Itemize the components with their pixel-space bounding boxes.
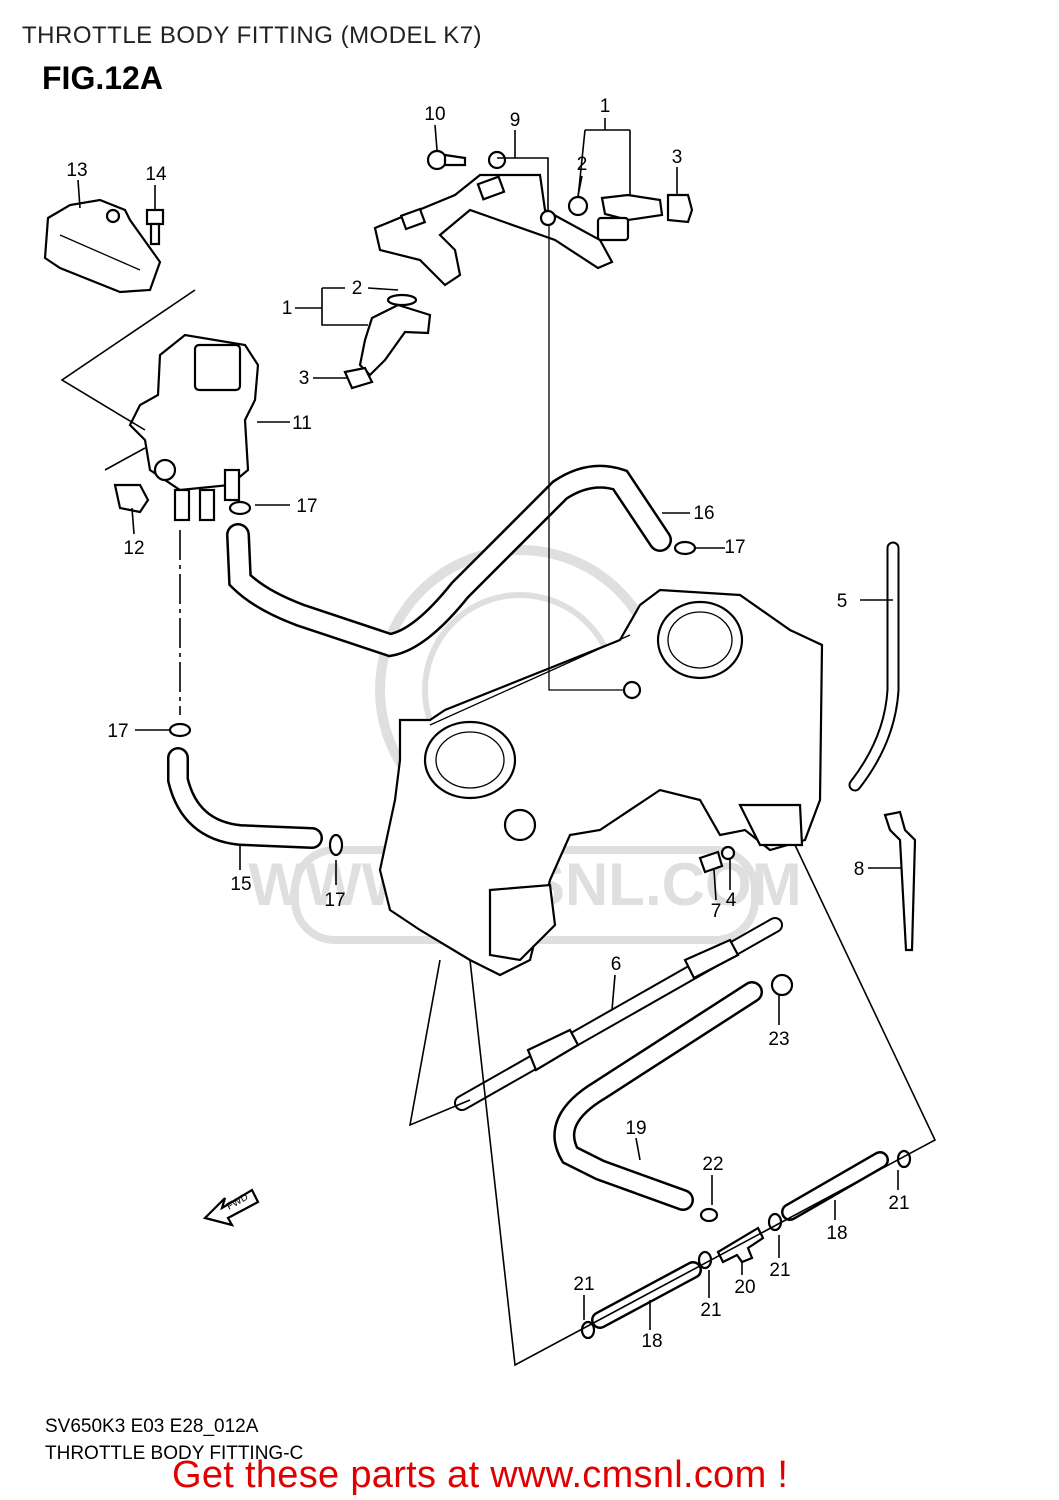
- leader-lines: [60, 118, 937, 1367]
- callout-19: 19: [625, 1118, 646, 1139]
- screw-10: [426, 149, 467, 171]
- diagram-code: SV650K3 E03 E28_012A: [45, 1416, 259, 1437]
- callout-18a: 18: [826, 1223, 847, 1244]
- clip-23: [770, 973, 794, 997]
- callout-17c: 17: [107, 721, 128, 742]
- callout-1b: 1: [282, 298, 293, 319]
- page-title: THROTTLE BODY FITTING (MODEL K7): [22, 22, 483, 49]
- isc-valve-11: [128, 333, 260, 522]
- callout-2b: 2: [352, 278, 363, 299]
- callout-2a: 2: [577, 154, 588, 175]
- callout-1a: 1: [600, 96, 611, 117]
- clamp-8: [883, 810, 917, 952]
- hose-19: [553, 981, 763, 1211]
- callout-17b: 17: [724, 537, 745, 558]
- diagram-subtitle: THROTTLE BODY FITTING-C: [45, 1443, 304, 1464]
- hose-6: [454, 917, 783, 1111]
- callout-10: 10: [424, 104, 445, 125]
- callout-17a: 17: [296, 496, 317, 517]
- callout-3b: 3: [299, 368, 310, 389]
- injector-left: [343, 293, 432, 390]
- callout-21b: 21: [769, 1260, 790, 1281]
- callout-21d: 21: [573, 1274, 594, 1295]
- hose-18-right: [781, 1151, 889, 1221]
- bracket-13: [43, 198, 162, 294]
- callout-13: 13: [66, 160, 87, 181]
- callout-11: 11: [292, 413, 312, 434]
- cta-link[interactable]: Get these parts at www.cmsnl.com !: [172, 1454, 789, 1496]
- throttle-body: [378, 588, 824, 977]
- callout-labels: 1 2 3 9 10 13 14 1 2 3 11 12 17 16 17 5 …: [66, 96, 909, 1352]
- callout-9: 9: [510, 110, 521, 131]
- fwd-arrow-icon: FWD: [202, 1188, 260, 1227]
- callout-15: 15: [230, 874, 251, 895]
- callout-7: 7: [711, 901, 722, 922]
- callout-5: 5: [837, 591, 848, 612]
- callout-20: 20: [734, 1277, 755, 1298]
- figure-label: FIG.12A: [42, 60, 163, 96]
- callout-18b: 18: [641, 1331, 662, 1352]
- callout-17d: 17: [324, 890, 345, 911]
- callout-22: 22: [702, 1154, 723, 1175]
- callout-4: 4: [726, 890, 737, 911]
- hose-5: [848, 541, 900, 792]
- leader-rail-to-body: [548, 225, 625, 691]
- fuel-rail-assembly: [373, 150, 614, 287]
- hose-15: [167, 747, 323, 849]
- callout-21a: 21: [888, 1193, 909, 1214]
- callout-21c: 21: [700, 1300, 721, 1321]
- callout-12: 12: [123, 538, 144, 559]
- callout-16: 16: [693, 503, 714, 524]
- callout-23: 23: [768, 1029, 789, 1050]
- callout-6: 6: [611, 954, 622, 975]
- callout-3a: 3: [672, 147, 683, 168]
- hose-16: [226, 464, 672, 658]
- bolt-14: [145, 208, 165, 246]
- callout-8: 8: [854, 859, 865, 880]
- callout-14: 14: [145, 164, 167, 185]
- cap-7: [698, 850, 724, 874]
- bolt-12: [113, 483, 150, 514]
